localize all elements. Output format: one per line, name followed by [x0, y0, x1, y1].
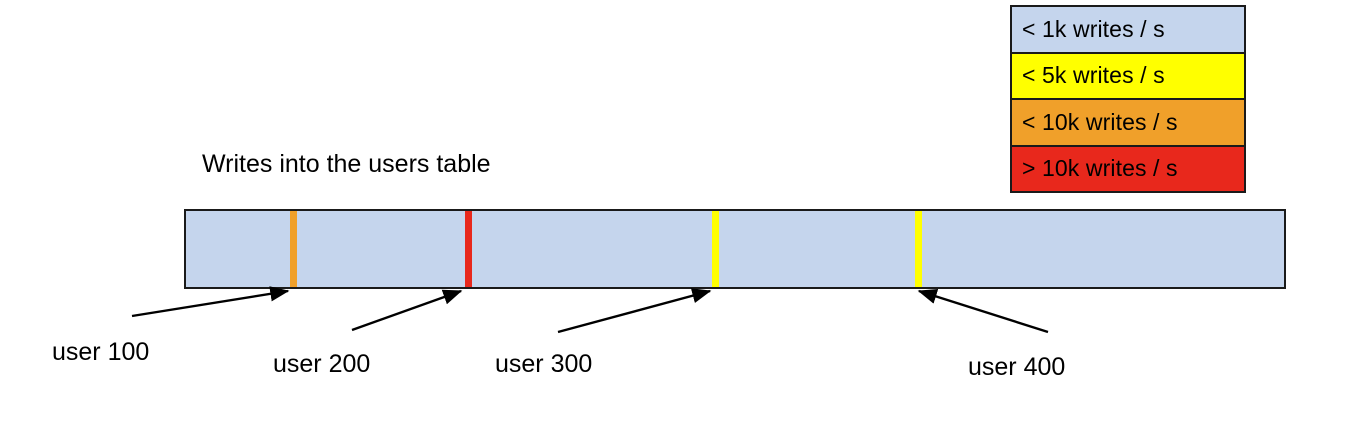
legend-row-under-10k: < 10k writes / s [1012, 100, 1244, 147]
diagram-caption: Writes into the users table [202, 150, 491, 178]
callout-label-user-400: user 400 [968, 353, 1066, 381]
legend-label-over-10k: > 10k writes / s [1022, 155, 1178, 182]
user-400-arrow [917, 289, 1049, 334]
user-100-arrow [131, 286, 290, 318]
user-200-marker [465, 211, 472, 287]
legend-row-under-5k: < 5k writes / s [1012, 53, 1244, 100]
callout-label-user-200: user 200 [273, 350, 371, 378]
users-table-bar [184, 209, 1286, 289]
legend-row-over-10k: > 10k writes / s [1012, 146, 1244, 191]
legend-label-under-10k: < 10k writes / s [1022, 108, 1178, 135]
user-300-arrow [557, 288, 712, 334]
legend-label-under-5k: < 5k writes / s [1022, 62, 1165, 89]
legend-label-under-1k: < 1k writes / s [1022, 15, 1165, 42]
legend-row-under-1k: < 1k writes / s [1012, 7, 1244, 54]
user-200-arrow [351, 289, 463, 332]
callout-label-user-100: user 100 [52, 338, 150, 366]
user-300-marker [712, 211, 719, 287]
user-400-marker [915, 211, 922, 287]
writes-legend: < 1k writes / s < 5k writes / s < 10k wr… [1010, 5, 1246, 193]
callout-label-user-300: user 300 [495, 350, 593, 378]
user-100-marker [290, 211, 297, 287]
